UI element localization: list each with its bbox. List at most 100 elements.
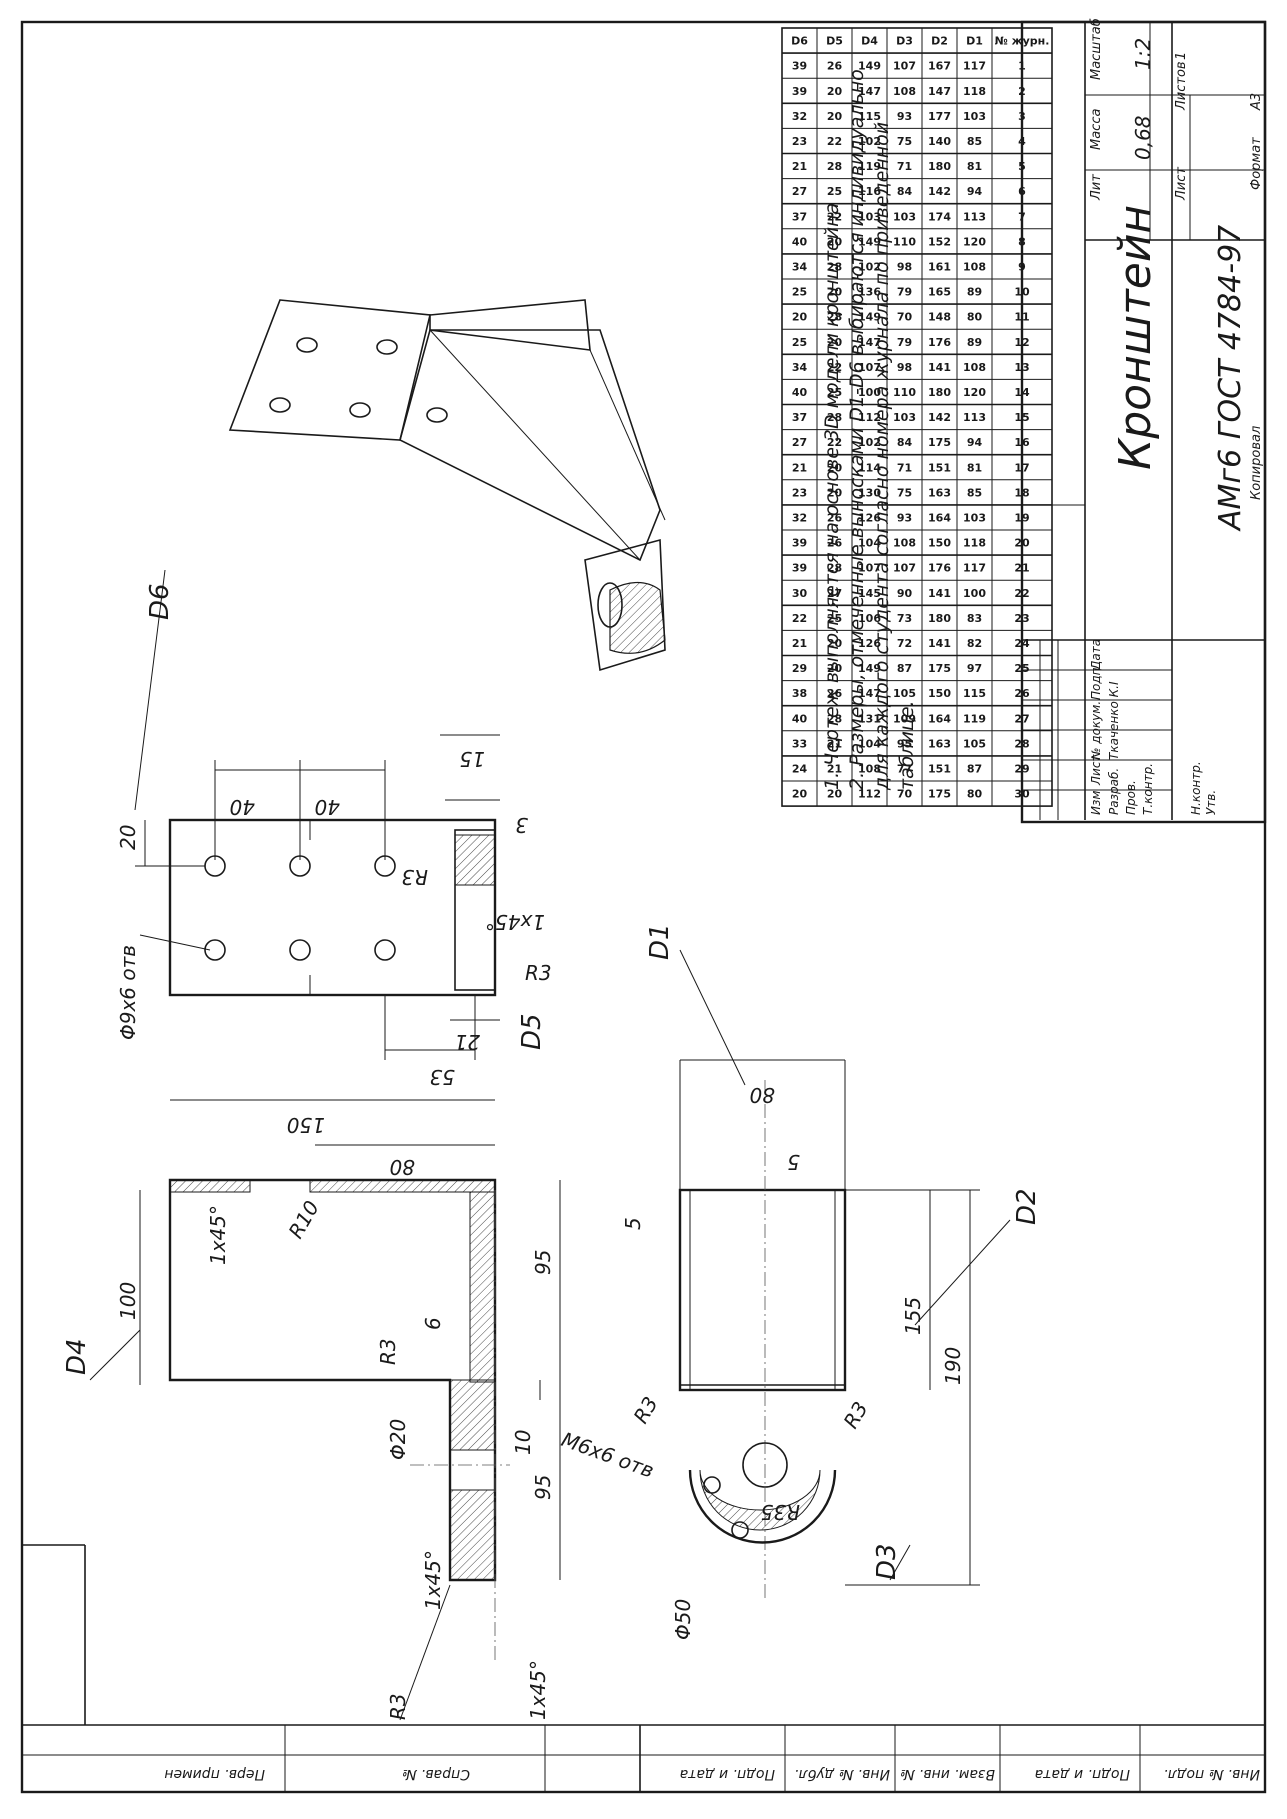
table-cell: 33 <box>792 737 807 750</box>
table-cell: 98 <box>897 260 912 273</box>
label-d3: D3 <box>872 1543 902 1580</box>
table-cell: 152 <box>928 235 951 248</box>
table-cell: 39 <box>792 60 807 73</box>
table-cell: 27 <box>827 587 842 600</box>
table-cell: 71 <box>897 461 912 474</box>
table-cell: 163 <box>928 486 951 499</box>
table-cell: 136 <box>858 286 881 299</box>
table-header-cell: D5 <box>826 35 843 48</box>
side-stamp: Перв. примен Справ. № Подп. и дата Инв. … <box>22 1724 1265 1792</box>
table-cell: 180 <box>928 612 951 625</box>
table-cell: 103 <box>893 411 916 424</box>
note-2: 2. Размеры, отмеченные выносками D1-D6 в… <box>846 69 868 790</box>
table-cell: 110 <box>893 386 916 399</box>
table-cell: 108 <box>858 762 881 775</box>
label-d1: D1 <box>645 923 675 960</box>
table-cell: 100 <box>963 587 986 600</box>
tb-razrab: Разраб. <box>1107 768 1121 815</box>
table-cell: 70 <box>897 311 913 324</box>
table-cell: 149 <box>858 60 881 73</box>
tb-date: Дата <box>1089 639 1103 671</box>
table-cell: 176 <box>928 562 951 575</box>
stamp-inv-podl: Инв. № подл. <box>1163 1766 1260 1782</box>
table-cell: 161 <box>928 260 951 273</box>
table-cell: 104 <box>858 737 881 750</box>
dim-chamfer-a: 1х45° <box>206 1205 230 1265</box>
table-cell: 107 <box>858 562 881 575</box>
table-cell: 117 <box>963 562 986 575</box>
table-cell: 38 <box>792 687 807 700</box>
tb-doc-no: № докум. <box>1089 701 1103 761</box>
table-cell: 151 <box>928 762 951 775</box>
dim-6: 6 <box>421 1317 445 1330</box>
table-cell: 32 <box>792 110 807 123</box>
table-cell: 20 <box>827 662 843 675</box>
table-cell: 26 <box>827 60 843 73</box>
dim-m6-holes: M6х6 отв <box>558 1427 657 1483</box>
table-cell: 25 <box>827 386 842 399</box>
table-cell: 150 <box>928 687 951 700</box>
table-cell: 119 <box>858 160 881 173</box>
table-cell: 106 <box>858 612 881 625</box>
label-d6: D6 <box>145 583 175 620</box>
table-cell: 22 <box>827 135 842 148</box>
stamp-inv-dubl: Инв. № дубл. <box>794 1766 890 1782</box>
table-cell: 20 <box>827 85 843 98</box>
tb-nkontr: Н.контр. <box>1189 761 1203 815</box>
stamp-podp-data-1: Подп. и дата <box>680 1766 775 1782</box>
table-cell: 85 <box>967 486 982 499</box>
dim-100: 100 <box>116 1282 140 1320</box>
table-cell: 115 <box>963 687 986 700</box>
table-cell: 34 <box>792 260 808 273</box>
table-cell: 87 <box>967 762 982 775</box>
note-4: таблице. <box>896 700 918 790</box>
table-cell: 77 <box>897 762 912 775</box>
top-view <box>135 734 500 1060</box>
dim-r3-front-a: R3 <box>629 1392 663 1427</box>
dim-chamfer-top: 1х45° <box>485 910 545 934</box>
table-cell: 26 <box>827 687 843 700</box>
dim-3: 3 <box>515 813 528 837</box>
table-cell: 89 <box>967 286 982 299</box>
table-cell: 84 <box>897 185 913 198</box>
table-cell: 148 <box>928 311 951 324</box>
table-cell: 131 <box>858 712 881 725</box>
table-cell: 20 <box>827 336 843 349</box>
table-cell: 102 <box>858 135 881 148</box>
dim-r10: R10 <box>284 1196 324 1242</box>
table-cell: 20 <box>827 461 843 474</box>
label-d5: D5 <box>517 1013 547 1050</box>
table-cell: 21 <box>827 737 842 750</box>
table-cell: 81 <box>967 160 982 173</box>
table-cell: 29 <box>792 662 807 675</box>
dim-5-b: 5 <box>621 1217 645 1230</box>
table-cell: 25 <box>827 612 842 625</box>
table-cell: 108 <box>893 85 916 98</box>
stamp-sprav-no: Справ. № <box>402 1766 470 1782</box>
table-cell: 102 <box>858 260 881 273</box>
table-cell: 112 <box>858 788 881 801</box>
sheet-border <box>20 20 1267 1794</box>
table-cell: 22 <box>827 436 842 449</box>
table-cell: 174 <box>928 210 951 223</box>
tb-copied: Копировал <box>1249 426 1264 500</box>
table-cell: 84 <box>897 436 913 449</box>
table-cell: 89 <box>967 336 982 349</box>
dim-r3-top: R3 <box>401 865 428 889</box>
table-cell: 113 <box>963 210 986 223</box>
table-cell: 22 <box>792 612 807 625</box>
dim-r3-left: R3 <box>376 1338 400 1365</box>
table-cell: 85 <box>967 135 982 148</box>
table-cell: 105 <box>963 737 986 750</box>
tb-list: Лист <box>1089 754 1103 786</box>
tb-mass: 0,68 <box>1131 115 1155 160</box>
table-cell: 119 <box>963 712 986 725</box>
stamp-perv-primen: Перв. примен <box>164 1766 265 1782</box>
table-cell: 40 <box>792 712 808 725</box>
table-cell: 81 <box>967 461 982 474</box>
table-cell: 177 <box>928 110 951 123</box>
tb-razrab-name: Ткаченко К.І <box>1107 681 1121 760</box>
table-cell: 37 <box>792 210 807 223</box>
table-cell: 116 <box>858 185 881 198</box>
dim-phi20: Φ20 <box>386 1419 410 1460</box>
